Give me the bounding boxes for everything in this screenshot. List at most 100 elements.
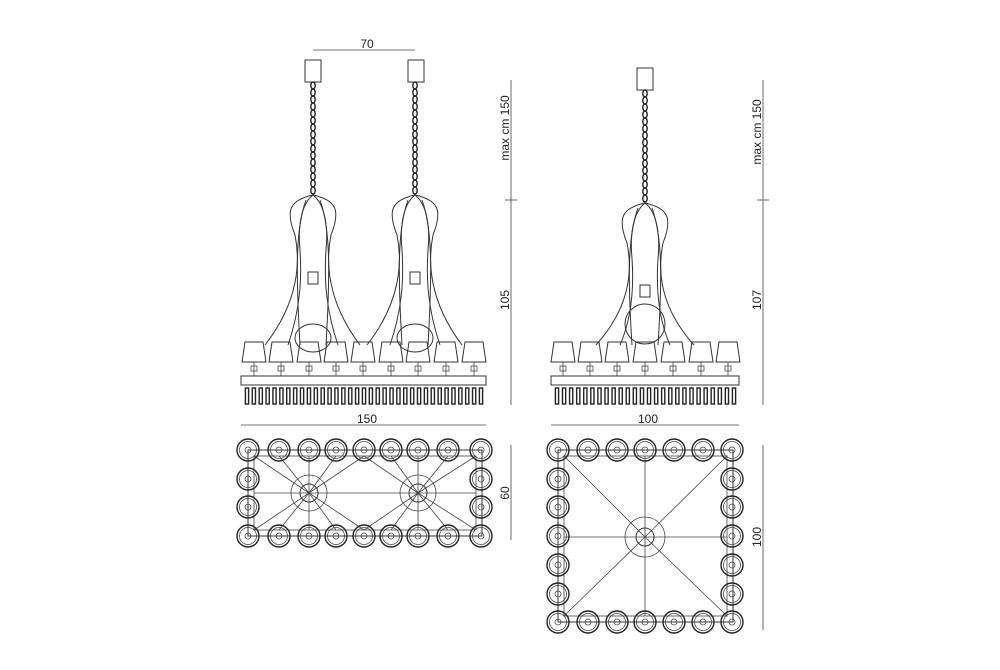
chain-link: [642, 138, 648, 147]
lamp-ring: [720, 553, 744, 577]
spoke: [417, 455, 477, 494]
crystal-pendants-row: [554, 387, 737, 405]
lamp-ring: [546, 495, 570, 519]
chain-link: [642, 103, 648, 112]
lamp-ring: [691, 610, 715, 634]
crystal-drop: [682, 387, 687, 405]
crystal-drop: [389, 387, 394, 405]
spoke: [308, 455, 365, 494]
lamp-ring: [576, 610, 600, 634]
crystal-drop: [396, 387, 401, 405]
chain-link: [412, 95, 418, 104]
crystal-drop: [451, 387, 456, 405]
crystal-drop: [458, 387, 463, 405]
chain-link: [642, 110, 648, 119]
crystal-drop: [320, 387, 326, 405]
lamp-shade: [241, 341, 267, 376]
plan-spokes: [253, 455, 477, 531]
crystal-drop: [639, 387, 645, 405]
lamp-ring: [436, 524, 460, 548]
crystal-pendants-row: [244, 387, 484, 405]
lamp-shades-row: [241, 341, 487, 376]
plan-frame: [557, 449, 734, 623]
lamp-ring: [633, 438, 657, 462]
left-chandelier-elevation: 70: [240, 37, 517, 426]
plan-spokes: [563, 455, 728, 617]
spoke: [308, 455, 337, 494]
suspension-chains: [310, 81, 418, 195]
chain-link: [310, 116, 316, 125]
crystal-drop: [244, 387, 250, 405]
lamp-ring: [720, 495, 744, 519]
crystal-drop: [258, 387, 264, 405]
chain-link: [642, 124, 648, 133]
crystal-drop: [375, 387, 381, 405]
chain-link: [310, 109, 316, 118]
spoke: [390, 492, 419, 531]
chain-link: [412, 165, 418, 174]
lamp-shade: [405, 341, 431, 376]
spoke: [417, 492, 477, 531]
dimension-label-max-height: max cm 150: [750, 99, 764, 165]
lamp-shade: [296, 341, 322, 376]
lamp-shade: [433, 341, 459, 376]
crystal-drop: [354, 387, 360, 405]
chain-link: [642, 180, 648, 189]
chain-link: [412, 144, 418, 153]
lamp-shade: [268, 341, 294, 376]
crystal-drop: [341, 387, 346, 405]
lamp-ring: [406, 524, 430, 548]
crystal-drop: [590, 387, 595, 405]
lamp-shade: [632, 341, 658, 376]
chain-link: [412, 88, 418, 97]
lamp-ring: [546, 553, 570, 577]
crystal-drop: [361, 387, 367, 405]
spoke: [278, 455, 310, 494]
spoke: [363, 492, 419, 531]
lamp-ring: [662, 438, 686, 462]
horizontal-frame-bar: [240, 375, 487, 386]
chain-link: [412, 81, 418, 90]
chain-link: [642, 89, 648, 98]
crystal-drop: [724, 387, 730, 405]
dimension-label-100-width: 100: [638, 412, 658, 426]
lamp-ring: [379, 524, 403, 548]
chain-link: [642, 145, 648, 154]
crystal-drop: [554, 387, 560, 405]
chain-link: [310, 179, 316, 188]
crystal-drop: [611, 387, 616, 405]
lamp-ring: [469, 467, 493, 491]
crystal-drop: [696, 387, 701, 405]
crystal-drop: [347, 387, 353, 405]
chain-link: [310, 123, 316, 132]
chain-link: [412, 123, 418, 132]
crystal-drop: [667, 387, 673, 405]
chain-link: [642, 117, 648, 126]
plan-hub: [635, 527, 655, 547]
lamp-ring: [605, 438, 629, 462]
lamp-ring: [546, 438, 570, 462]
crystal-drop: [653, 387, 659, 405]
crystal-drop: [272, 387, 277, 405]
suspension-chain: [642, 89, 648, 203]
right-chandelier-elevation: max cm 150 107 100: [550, 67, 769, 426]
crystal-drop: [299, 387, 305, 405]
lamp-ring: [324, 438, 348, 462]
lamp-ring: [436, 438, 460, 462]
chain-link: [642, 166, 648, 175]
curved-arms: [595, 202, 695, 346]
lamp-ring: [352, 524, 376, 548]
curved-arms-right-cluster: [366, 194, 463, 353]
crystal-drop: [561, 387, 567, 405]
dimension-label-107: 107: [750, 290, 764, 310]
crystal-drop: [416, 387, 422, 405]
lamp-shade: [323, 341, 349, 376]
crystal-drop: [382, 387, 387, 405]
crystal-drop: [568, 387, 574, 405]
lamp-ring: [720, 582, 744, 606]
chain-link: [412, 102, 418, 111]
lamp-ring: [720, 524, 744, 548]
crystal-drop: [285, 387, 291, 405]
plan-lamp-rings: [546, 438, 744, 634]
chain-link: [310, 81, 316, 90]
